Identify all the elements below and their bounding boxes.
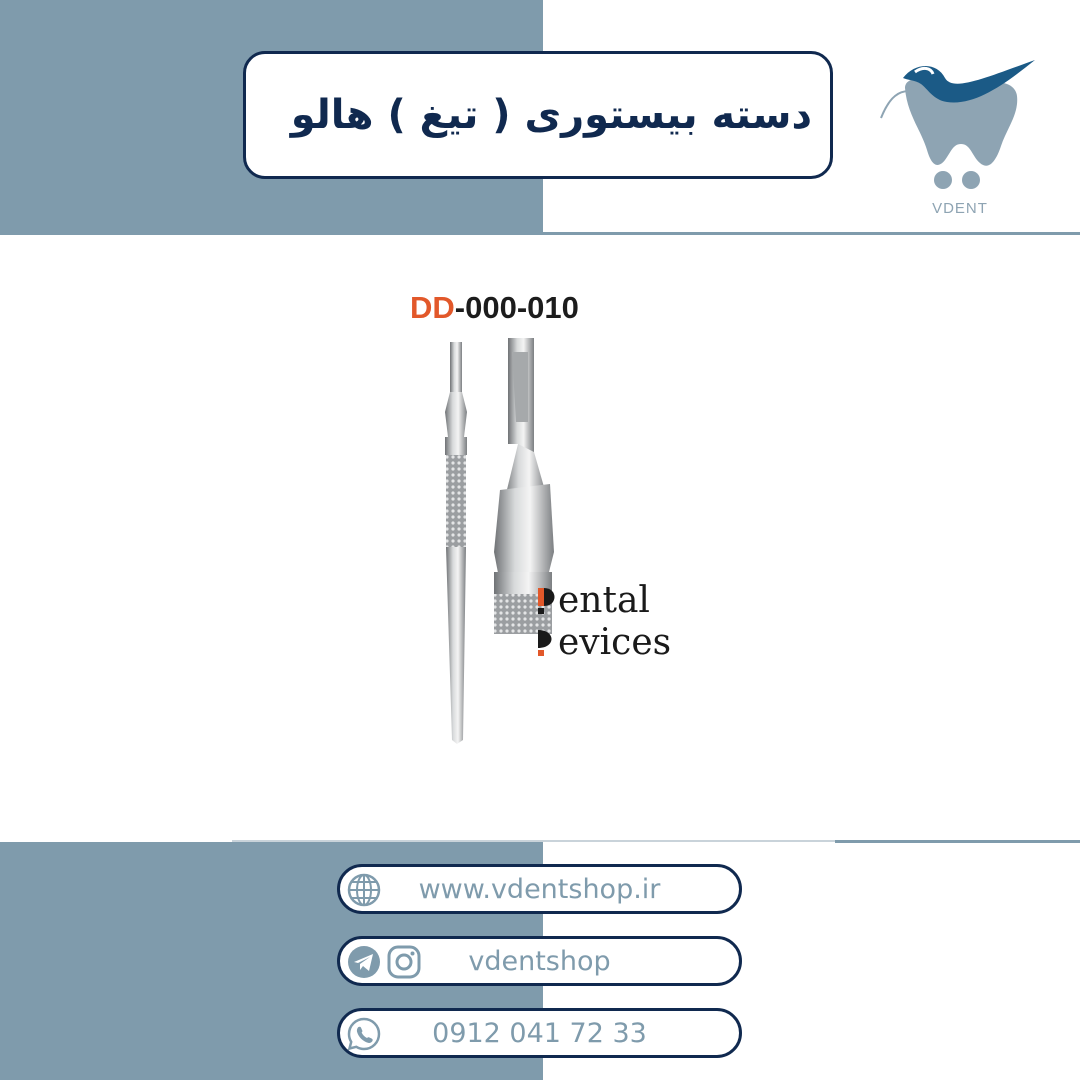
whatsapp-icon — [347, 1017, 381, 1051]
brand-line-2: evices — [538, 622, 671, 664]
website-text: www.vdentshop.ir — [418, 873, 661, 905]
logo-label: VDENT — [932, 200, 988, 217]
social-handle[interactable]: vdentshop — [337, 936, 742, 986]
footer-divider — [232, 840, 1080, 842]
brand-d-icon — [538, 588, 555, 614]
vdent-logo: VDENT — [875, 48, 1045, 228]
phone-text: 0912 041 72 33 — [432, 1017, 647, 1049]
brand-line-1-text: ental — [558, 580, 650, 621]
brand-d-icon — [538, 630, 552, 656]
product-code-prefix: DD — [410, 290, 455, 325]
header-divider — [543, 232, 1080, 235]
tooth-cart-logo-icon — [880, 60, 1035, 189]
product-code: DD-000-010 — [410, 290, 579, 326]
globe-icon — [347, 873, 381, 907]
telegram-icon[interactable] — [346, 944, 382, 980]
brand-mark: ental evices — [538, 580, 671, 664]
scalpel-handle-drawing — [445, 338, 554, 744]
title-box: دسته بیستوری ( تیغ ) هالو — [243, 51, 833, 179]
product-image: DD-000-010 — [318, 262, 768, 762]
phone-contact[interactable]: 0912 041 72 33 — [337, 1008, 742, 1058]
brand-line-1: ental — [538, 580, 671, 622]
page-title: دسته بیستوری ( تیغ ) هالو — [290, 92, 812, 138]
footer-divider-accent — [835, 840, 1080, 843]
brand-line-2-text: evices — [558, 622, 672, 663]
social-text: vdentshop — [468, 945, 611, 977]
website-link[interactable]: www.vdentshop.ir — [337, 864, 742, 914]
instagram-icon[interactable] — [386, 944, 422, 980]
product-code-suffix: -000-010 — [454, 290, 579, 325]
